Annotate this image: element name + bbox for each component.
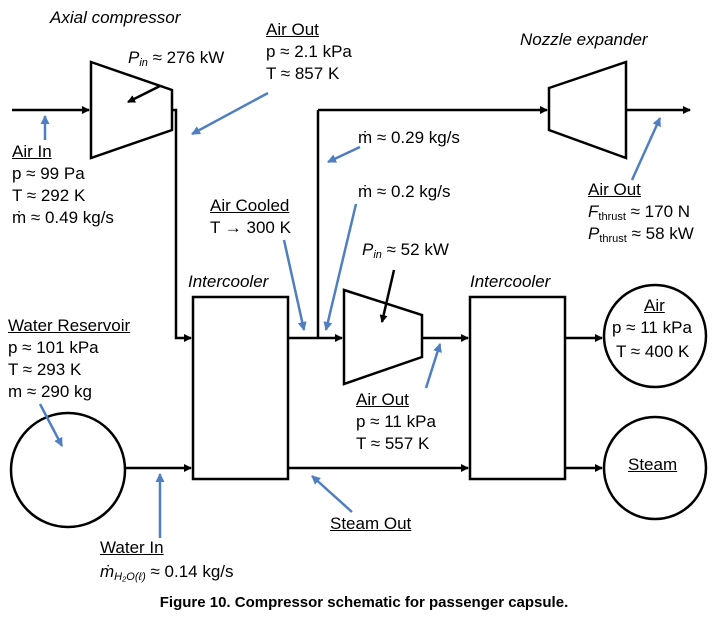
air-out-annotation-arrow	[191, 91, 269, 136]
air-out-2-pressure: p ≈ 11 kPa	[356, 412, 436, 431]
thrust-annotation-arrow	[630, 117, 662, 181]
water-reservoir-circle	[9, 411, 127, 529]
air-out-2-temperature: T ≈ 557 K	[356, 434, 430, 453]
flow-mid-annotation-arrow	[323, 203, 358, 331]
air-chamber-temperature: T ≈ 400 K	[616, 342, 690, 361]
compressor-power-label: Pin ≈ 276 kW	[128, 48, 225, 69]
water-reservoir-mass: m ≈ 290 kg	[8, 382, 92, 401]
flow-top-annotation-arrow	[327, 145, 361, 164]
second-compressor-shape	[342, 288, 424, 386]
steam-chamber-circle	[602, 415, 708, 521]
thrust-force: Fthrust ≈ 170 N	[588, 202, 691, 223]
water-reservoir-title: Water Reservoir	[8, 316, 131, 335]
intercooler-2-box	[468, 295, 567, 481]
air-out-1-pressure: p ≈ 2.1 kPa	[266, 42, 352, 61]
intercooler-2-label: Intercooler	[470, 272, 551, 291]
intercooler-1-label: Intercooler	[188, 272, 269, 291]
compressor-to-intercooler-line	[172, 108, 192, 342]
axial-compressor-label: Axial compressor	[50, 8, 181, 27]
air-in-title: Air In	[12, 142, 52, 161]
air-chamber-pressure: p ≈ 11 kPa	[612, 318, 692, 337]
steam-chamber-label: Steam	[628, 455, 678, 474]
intercooler-1-box	[191, 295, 290, 481]
air-chamber-circle	[602, 283, 708, 389]
thrust-air-out-title: Air Out	[588, 180, 641, 199]
flow-mid-label: ṁ ≈ 0.2 kg/s	[358, 182, 451, 201]
air-out-1-temperature: T ≈ 857 K	[266, 64, 340, 83]
flow-top-label: ṁ ≈ 0.29 kg/s	[358, 128, 460, 147]
water-reservoir-pressure: p ≈ 101 kPa	[8, 338, 99, 357]
water-in-title: Water In	[100, 538, 164, 557]
power-input-arrow	[379, 269, 396, 323]
axial-compressor-shape	[89, 60, 174, 160]
air-out-2-annotation-arrow	[424, 343, 442, 389]
nozzle-expander-label: Nozzle expander	[520, 30, 648, 49]
figure-caption: Figure 10. Compressor schematic for pass…	[159, 594, 569, 611]
thrust-power: Pthrust ≈ 58 kW	[588, 224, 694, 245]
air-in-temperature: T ≈ 292 K	[12, 186, 86, 205]
water-reservoir-temperature: T ≈ 293 K	[8, 360, 82, 379]
compressor-power-arrow	[127, 84, 161, 104]
water-in-massflow: ṁH₂O(ℓ) ≈ 0.14 kg/s	[100, 562, 234, 583]
air-out-2-title: Air Out	[356, 390, 409, 409]
air-in-pressure: p ≈ 99 Pa	[12, 164, 85, 183]
steam-out-annotation-arrow	[311, 475, 353, 513]
reservoir-annotation-arrow	[38, 403, 64, 447]
air-out-1-title: Air Out	[266, 20, 319, 39]
air-cooled-title: Air Cooled	[210, 196, 290, 215]
air-cooled-annotation-arrow	[282, 239, 307, 331]
nozzle-expander-shape	[547, 60, 628, 160]
steam-out-label: Steam Out	[330, 514, 412, 533]
air-cooled-temperature: T → 300 K	[210, 218, 291, 237]
air-in-massflow: ṁ ≈ 0.49 kg/s	[12, 208, 114, 227]
air-chamber-label: Air	[644, 296, 665, 315]
second-compressor-power-label: Pin ≈ 52 kW	[362, 240, 449, 261]
